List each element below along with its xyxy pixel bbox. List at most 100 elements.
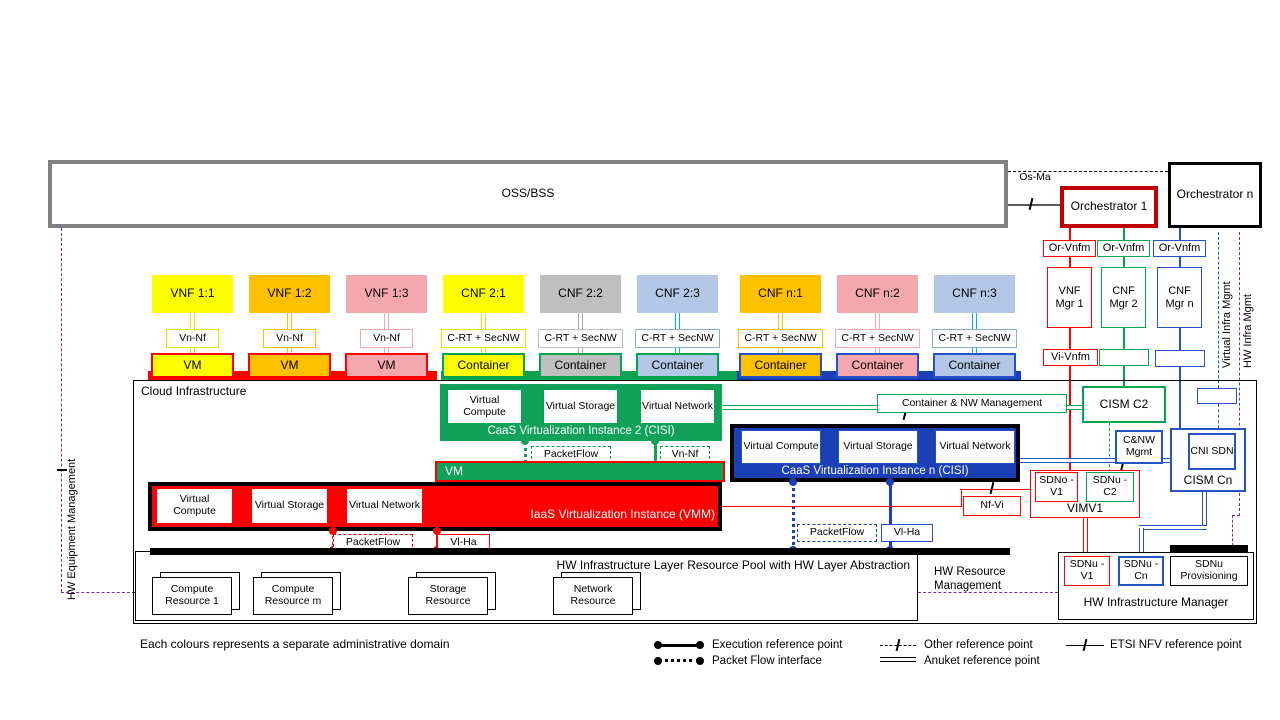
caas2-virtual-storage: Virtual Storage <box>543 389 618 424</box>
nested-vm-bar: VM <box>435 461 725 482</box>
virtual-infra-mgmt-line <box>1218 232 1219 388</box>
cnfn3-box: CNF n:3 <box>934 275 1015 313</box>
cni-sdn-box: CNI SDN <box>1188 433 1236 470</box>
caas2-virtual-network: Virtual Network <box>640 389 715 424</box>
iaas-vlha-dot-top <box>433 527 441 535</box>
cnfn1-container-box: Container <box>739 353 822 378</box>
cnf23-container-box: Container <box>636 353 719 378</box>
oss-orchestratorn-dashed-line <box>1008 171 1168 172</box>
vnf13-vm-box: VM <box>345 353 428 378</box>
legend-packetflow-dot-r <box>696 657 704 665</box>
compute-resource-m-box: Compute Resource m <box>253 577 333 615</box>
cismcn-sdnu-line-h <box>1139 525 1207 530</box>
legend-execution-dot-r <box>696 641 704 649</box>
vimv1-sdnu-line <box>1083 518 1088 556</box>
or-vnfm-n-label: Or-Vnfm <box>1153 240 1206 257</box>
hw-infra-mgmt-line-jog-v <box>1232 515 1233 546</box>
nfvi-line-h1 <box>722 506 962 507</box>
container-nw-mgmt-label: Container & NW Management <box>877 394 1067 413</box>
os-ma-line <box>1008 204 1060 206</box>
legend-etsi-label: ETSI NFV reference point <box>1110 638 1242 651</box>
orchestrator-1-box: Orchestrator 1 <box>1060 186 1158 228</box>
cnf21-container-box: Container <box>442 353 525 378</box>
iaas-virtual-storage: Virtual Storage <box>251 488 328 524</box>
caasn-vlha-dot-top <box>886 478 894 486</box>
virtual-infra-mgmt-label: Virtual Infra Mgmt <box>1221 281 1233 368</box>
legend-anuket-label: Anuket reference point <box>924 654 1040 667</box>
legend-execution-label: Execution reference point <box>712 638 843 651</box>
hw-equipment-mgmt-label: HW Equipment Management <box>66 458 78 600</box>
sdnu-v1-box: SDNu -V1 <box>1064 556 1110 586</box>
caas2-vnnf-dot-top <box>651 437 659 445</box>
caas2-pf-dot-top <box>521 437 529 445</box>
caasn-virtual-storage: Virtual Storage <box>838 430 918 464</box>
cnfn2-container-box: Container <box>836 353 919 378</box>
legend-admin-note: Each colours represents a separate admin… <box>140 637 450 652</box>
cloud-infrastructure-label: Cloud Infrastructure <box>141 384 247 399</box>
oss-bss-box: OSS/BSS <box>48 160 1008 228</box>
compute-resource-1-box: Compute Resource 1 <box>152 577 232 615</box>
cnf23-box: CNF 2:3 <box>637 275 718 313</box>
cnf23-ref-label: C-RT + SecNW <box>635 329 720 348</box>
orchestratorn-blue-line <box>1179 228 1181 430</box>
vnf11-ref-label: Vn-Nf <box>166 329 219 348</box>
cnf21-box: CNF 2:1 <box>443 275 524 313</box>
cnf22-ref-label: C-RT + SecNW <box>538 329 623 348</box>
hw-equipment-mgmt-tick <box>57 469 67 471</box>
hw-resource-mgmt-line <box>918 592 1058 593</box>
legend-anuket-line <box>880 657 916 662</box>
legend-other-label: Other reference point <box>924 638 1033 651</box>
empty-blue-ref-box <box>1155 350 1205 367</box>
empty-green-ref-box <box>1099 349 1149 366</box>
caasn-virtual-compute: Virtual Compute <box>741 430 821 464</box>
caas2-title: CaaS Virtualization Instance 2 (CISI) <box>487 425 675 438</box>
hw-infra-mgmt-line <box>1239 232 1240 516</box>
os-ma-label: Os-Ma <box>1019 171 1051 184</box>
storage-resource-box: Storage Resource <box>408 577 488 615</box>
vnf11-box: VNF 1:1 <box>152 275 233 313</box>
legend-execution-dot-l <box>654 641 662 649</box>
caasn-packetflow-line <box>792 482 795 551</box>
sdnu-provisioning-box: SDNu Provisioning <box>1170 556 1248 586</box>
cnfn1-box: CNF n:1 <box>740 275 821 313</box>
cnf-mgr-n-box: CNF Mgr n <box>1157 267 1202 328</box>
cism-c2-dashed-drop <box>1109 423 1110 472</box>
cnf21-ref-label: C-RT + SecNW <box>441 329 526 348</box>
cnf-mgr-2-box: CNF Mgr 2 <box>1101 267 1146 328</box>
legend-execution-line <box>658 644 700 647</box>
cism-c2-box: CISM C2 <box>1082 386 1166 423</box>
cism-cn-label: CISM Cn <box>1183 472 1233 487</box>
sdnu-c2-box: SDNu -C2 <box>1086 472 1134 502</box>
vnf11-vm-box: VM <box>151 353 234 378</box>
cismcn-sdnu-line-v2 <box>1139 528 1144 556</box>
vnf12-ref-label: Vn-Nf <box>263 329 316 348</box>
cnfn3-container-box: Container <box>933 353 1016 378</box>
hw-infra-mgmt-label: HW Infra Mgmt <box>1242 294 1254 368</box>
hw-abstraction-bar <box>150 548 1010 555</box>
cnfn2-box: CNF n:2 <box>837 275 918 313</box>
hw-infra-mgmt-line-jog-h <box>1232 515 1240 516</box>
nf-vi-label: Nf-Vi <box>963 496 1021 516</box>
cnfn2-ref-label: C-RT + SecNW <box>835 329 920 348</box>
caasn-title: CaaS Virtualization Instance n (CISI) <box>781 464 969 477</box>
vnf-mgr-1-box: VNF Mgr 1 <box>1047 267 1092 328</box>
orchestrator-n-box: Orchestrator n <box>1168 162 1262 228</box>
caasn-vlha-line <box>889 482 892 551</box>
sdnu-provisioning-bar <box>1170 545 1248 553</box>
sdnu-cn-box: SDNu -Cn <box>1118 556 1164 586</box>
vi-vnfm-label: Vi-Vnfm <box>1043 349 1098 366</box>
empty-blue-box-small <box>1197 388 1237 404</box>
hw-infra-manager-label: HW Infrastructure Manager <box>1083 595 1229 610</box>
caasn-packetflow-label: PacketFlow <box>797 524 877 542</box>
hw-resource-mgmt-label: HW Resource Management <box>934 565 1006 592</box>
legend-packetflow-dot-l <box>654 657 662 665</box>
vnf13-box: VNF 1:3 <box>346 275 427 313</box>
legend-packetflow-line <box>658 659 700 662</box>
vnf12-box: VNF 1:2 <box>249 275 330 313</box>
nfvi-line-v <box>960 489 962 507</box>
legend-packetflow-label: Packet Flow interface <box>712 654 822 667</box>
caasn-vlha-label: Vl-Ha <box>881 524 933 542</box>
virtual-infra-mgmt-line-2 <box>1218 404 1219 434</box>
iaas-virtual-network: Virtual Network <box>346 488 423 524</box>
